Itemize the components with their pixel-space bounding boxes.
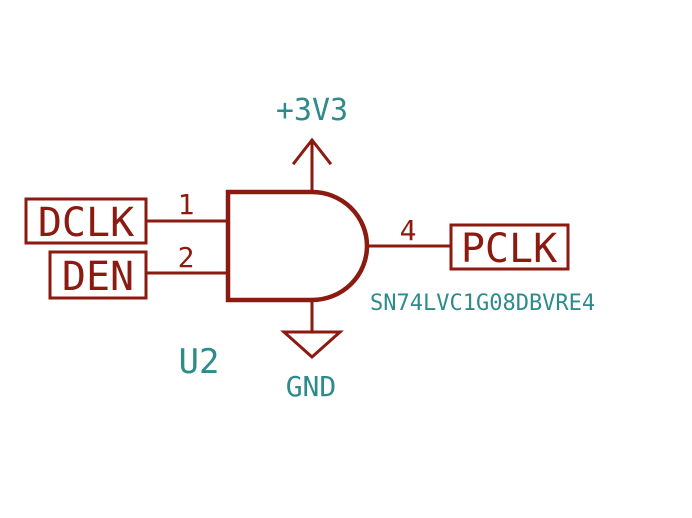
component-value: SN74LVC1G08DBVRE4 bbox=[370, 291, 595, 316]
net-label-den: DEN bbox=[48, 250, 148, 300]
pin-1-number: 1 bbox=[178, 188, 195, 221]
net-label-dclk-text: DCLK bbox=[38, 200, 134, 246]
ground-symbol: GND bbox=[280, 298, 344, 403]
ground-label: GND bbox=[286, 370, 337, 403]
component-reference: U2 bbox=[179, 342, 220, 382]
net-label-pclk: PCLK bbox=[449, 223, 570, 272]
power-label: +3V3 bbox=[276, 93, 348, 128]
pin-4-number: 4 bbox=[400, 214, 417, 247]
and-gate-body bbox=[225, 189, 370, 303]
net-label-den-text: DEN bbox=[62, 254, 134, 300]
power-symbol-3v3: +3V3 bbox=[276, 93, 348, 192]
net-label-pclk-text: PCLK bbox=[461, 226, 557, 272]
net-label-dclk: DCLK bbox=[24, 197, 148, 246]
pin-2-number: 2 bbox=[178, 241, 195, 274]
